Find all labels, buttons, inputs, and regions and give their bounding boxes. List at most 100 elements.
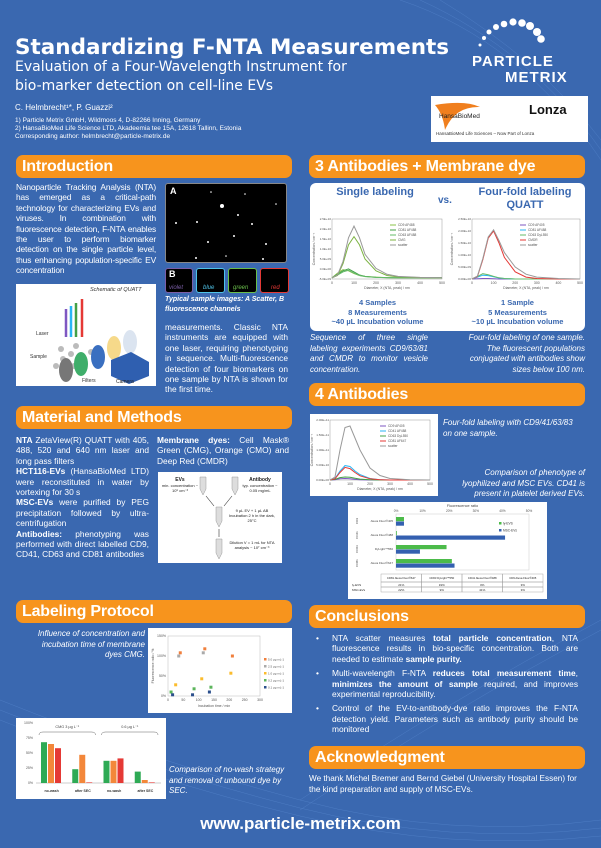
y-tick-label: 1.5E+10 xyxy=(320,237,332,241)
footer-url[interactable]: www.particle-metrix.com xyxy=(200,814,401,833)
x-axis-label: Diameter, X (NTA, peak) / nm xyxy=(357,487,403,491)
data-point xyxy=(191,693,195,697)
bar xyxy=(48,744,54,783)
chart-title: Fluorescence ratio xyxy=(447,504,478,508)
legend-label: CD9 AF488 xyxy=(398,223,415,227)
legend-label: 0.2 µg mL-1 xyxy=(268,679,284,683)
text-msc: were purified by PEG precipitation follo… xyxy=(16,497,149,529)
group-bracket xyxy=(38,731,96,736)
four-caption-1: Four-fold labeling with CD9/41/63/83 on … xyxy=(443,418,573,438)
x-tick-label: 400 xyxy=(417,281,423,285)
affiliation-2: 2) HansaBioMed Life Science LTD, Akadeem… xyxy=(15,125,242,133)
x-tick-label: 0 xyxy=(329,482,331,486)
data-point xyxy=(178,651,182,655)
data-point xyxy=(171,693,175,697)
category-label: after SEC xyxy=(137,789,153,793)
plot-area xyxy=(471,218,581,280)
quatt-schematic: Schematic of QUATT Laser Sample Filters … xyxy=(16,284,156,386)
legend-label: scatter xyxy=(398,243,409,247)
caption-single: Sequence of three single labeling experi… xyxy=(310,333,428,374)
series-line-scatter xyxy=(331,224,443,279)
x-tick-label: 500 xyxy=(427,482,433,486)
partner-logos: HansaBioMed Lonza HansaBioMed Life Scien… xyxy=(431,96,588,142)
legend-swatch xyxy=(264,686,267,689)
table-row-label: MSC-EVs xyxy=(352,588,366,592)
stat-measurements: 8 Measurements xyxy=(348,307,407,317)
bold-text: reduces total measurement time xyxy=(432,668,576,679)
x-tick-label: 300 xyxy=(395,281,401,285)
four-caption-2: Comparison of phenotype of lyophilized a… xyxy=(462,468,585,498)
x-tick-label: 500 xyxy=(439,281,445,285)
category-short: CD63 xyxy=(355,545,359,553)
section-heading-labeling: Labeling Protocol xyxy=(16,600,292,623)
text: , xyxy=(575,668,578,679)
labeling-caption-2: Comparison of no-wash strategy and remov… xyxy=(169,765,285,795)
legend-swatch xyxy=(499,522,502,525)
stat-samples: 1 Sample xyxy=(501,298,534,307)
group-label: CMG 3 µg L⁻¹ xyxy=(55,725,80,729)
stat-volume: ~10 µL Incubation volume xyxy=(471,317,564,326)
section-heading-acknowledgment: Acknowledgment xyxy=(309,746,585,769)
bar xyxy=(134,771,141,783)
y-axis-label: Concentration / cm⁻³ xyxy=(312,232,316,265)
x-tick-label: 250 xyxy=(242,698,248,702)
label-hct: HCT116-EVs xyxy=(16,466,66,477)
legend-label: CMG xyxy=(398,238,406,242)
schematic-title: Schematic of QUATT xyxy=(90,287,142,293)
text: Multi-wavelength F-NTA xyxy=(332,668,433,679)
legend-label: CMDR xyxy=(528,238,538,242)
series-line-cd63-af488 xyxy=(331,269,442,279)
data-point xyxy=(209,685,213,689)
x-tick-label: 200 xyxy=(373,281,379,285)
y-tick-label: 1.50E+11 xyxy=(316,433,329,437)
filters-label: Filters xyxy=(82,378,96,384)
category-short: CD81 xyxy=(355,559,359,567)
particle-metrix-logo: PARTICLE METRIX xyxy=(460,15,590,86)
legend-swatch xyxy=(264,672,267,675)
y-tick-label: 0% xyxy=(161,694,166,698)
sample-label: Sample xyxy=(30,354,47,360)
data-point xyxy=(169,690,173,694)
x-tick-label: 300 xyxy=(387,482,393,486)
y-tick-label: 0.00E+00 xyxy=(458,277,471,281)
poster-subtitle: Evaluation of a Four-Wavelength Instrume… xyxy=(15,59,347,94)
legend-label: CD63 DyL550 xyxy=(388,434,408,438)
label-antibodies: Antibodies: xyxy=(16,528,63,539)
quatt-title: Four-fold labeling QUATT xyxy=(478,186,572,211)
y-tick-label: 2.0E+10 xyxy=(320,227,332,231)
table-header: CD41 Alexa Fluor®488 xyxy=(468,576,497,580)
logo-text-1: PARTICLE xyxy=(472,53,554,70)
y-tick-label: 50% xyxy=(159,674,166,678)
bar xyxy=(117,758,124,783)
legend-label: CD41 AF488 xyxy=(388,429,406,433)
x-tick-label: 0 xyxy=(331,281,333,285)
y-tick-label: 2.5E+10 xyxy=(320,217,332,221)
bar xyxy=(396,545,447,550)
y-axis-label: Concentration / cm⁻³ xyxy=(450,232,454,265)
affiliation-1: 1) Particle Metrix GmbH, Wildmoos 4, D-8… xyxy=(15,117,201,124)
label-msc: MSC-EVs xyxy=(16,497,54,508)
stat-volume: ~40 µL Incubation volume xyxy=(331,317,424,326)
legend-label: CD63 DyL550 xyxy=(528,233,548,237)
y-axis-label: Concentration / cm⁻³ xyxy=(310,433,314,466)
table-header: CD63 DyLight™550 xyxy=(429,576,454,580)
lonza-logo: Lonza xyxy=(529,102,567,117)
y-tick-label: 50% xyxy=(26,751,33,755)
schematic-drawing xyxy=(53,299,149,384)
category-label: DyLight™550 xyxy=(375,547,394,551)
y-tick-label: 5.00E+09 xyxy=(458,265,471,269)
bar xyxy=(396,521,404,526)
x-tick-label: 400 xyxy=(407,482,413,486)
bar xyxy=(396,563,455,568)
antibody-label: Antibody xyxy=(249,477,271,483)
table-header: CD9 Alexa Fluor®405 xyxy=(509,576,537,580)
bold-text: total particle concentration xyxy=(433,633,552,643)
category-short: CD41 xyxy=(355,531,359,539)
series-line-scatter xyxy=(329,425,431,481)
table-value: 3% xyxy=(521,583,526,587)
channel-blue-image: blue xyxy=(196,268,225,293)
y-tick-label: 150% xyxy=(157,634,166,638)
bar xyxy=(396,549,420,554)
x-tick-label: 150 xyxy=(211,698,217,702)
table-row-label: ly-EVS xyxy=(352,583,361,587)
